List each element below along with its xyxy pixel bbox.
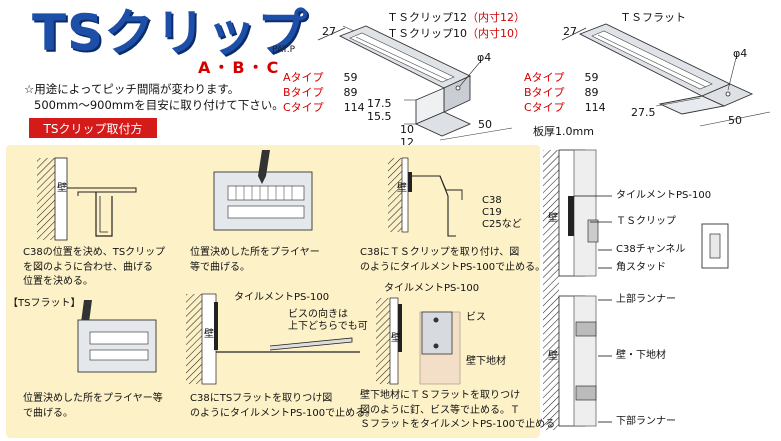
clip-dim-hole: φ4 — [477, 51, 492, 64]
flat-dim-hole: φ4 — [733, 47, 748, 60]
type-variants: A・B・C — [198, 58, 282, 77]
step5-wall-label: 壁 — [204, 329, 214, 340]
step6-base: 壁下地材 — [466, 356, 506, 367]
step6-screw: ビス — [466, 312, 486, 323]
usage-note-2: 500mm～900mmを目安に取り付けて下さい。 — [34, 98, 284, 112]
step3-c38: C38 — [482, 195, 502, 206]
right-label-tsclip: ＴＳクリップ — [616, 216, 676, 227]
step3-wall-label: 壁 — [397, 183, 407, 194]
step6-wall-label: 壁 — [391, 333, 401, 344]
step1-caption: C38の位置を決め、TSクリップを図のように合わせ、曲げる位置を決める。 — [23, 247, 166, 287]
patent-mark: PAT.P — [272, 45, 296, 55]
flat-dim-50: 50 — [728, 114, 742, 127]
clip-dim-width: 27 — [322, 25, 336, 38]
flat-title: ＴＳフラット — [620, 11, 686, 24]
right-label-upper-runner: 上部ランナー — [616, 294, 676, 305]
step3-c19: C19 — [482, 207, 502, 218]
step5-caption: C38にTSフラットを取りつけ図のようにタイルメントPS-100で止める。 — [190, 393, 376, 419]
step4-caption: 位置決めした所をプライヤー等で曲げる。 — [23, 393, 163, 419]
clip12-title: ＴＳクリップ12（内寸12） — [387, 11, 525, 24]
step5-screw-note-1: ビスの向きは — [288, 309, 348, 320]
clip10-title: ＴＳクリップ10（内寸10） — [387, 27, 525, 40]
clip-dim-10: 10 — [400, 123, 414, 136]
right-label-tilement: タイルメントPS-100 — [616, 190, 712, 201]
clip-dim-50: 50 — [478, 118, 492, 131]
step3-c25: C25など — [482, 219, 522, 230]
right-wall-2: 壁 — [548, 351, 558, 362]
step5-screw-note-2: 上下どちらでも可 — [288, 321, 368, 332]
install-method-label: TSクリップ取付方 — [29, 118, 157, 138]
usage-note-1: ☆用途によってピッチ間隔が変わります。 — [24, 82, 240, 96]
step6-tilement: タイルメントPS-100 — [384, 283, 480, 294]
page-title: TSクリップ — [32, 4, 309, 62]
flat-thickness: 板厚1.0mm — [533, 125, 594, 138]
right-label-lower-runner: 下部ランナー — [616, 416, 676, 427]
right-wall-1: 壁 — [548, 213, 558, 224]
right-label-wall-base: 壁・下地材 — [616, 350, 666, 361]
step5-tilement: タイルメントPS-100 — [234, 292, 330, 303]
step2-caption: 位置決めした所をプライヤー等で曲げる。 — [190, 247, 320, 273]
flat-section-label: 【TSフラット】 — [8, 298, 81, 309]
step1-wall-label: 壁 — [57, 183, 67, 194]
clip-dim-15-5: 15.5 — [367, 110, 392, 123]
flat-dim-width: 27 — [563, 25, 577, 38]
clip-dim-17-5: 17.5 — [367, 97, 392, 110]
clip-dim-12: 12 — [400, 136, 414, 149]
step3-caption: C38にＴＳクリップを取り付け、図のようにタイルメントPS-100で止める。 — [360, 247, 546, 273]
right-label-stud: 角スタッド — [616, 262, 666, 273]
right-label-c38: C38チャンネル — [616, 244, 686, 255]
flat-dim-27-5: 27.5 — [631, 106, 656, 119]
